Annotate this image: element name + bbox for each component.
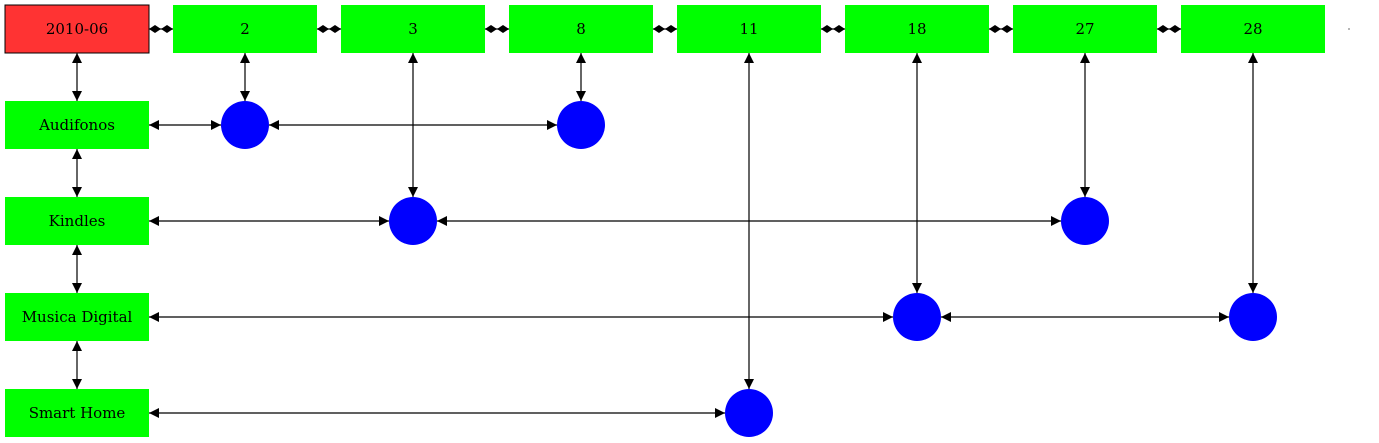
event-dot-27 [1061,197,1109,245]
day-node-11: 11 [677,5,821,53]
day-node-8: 8 [509,5,653,53]
nodes-layer: 2010-06 2 3 8 11 18 27 28AudifonosKindlesMusic… [4,4,1350,437]
event-dot-18 [893,293,941,341]
day-node-27: 27 [1013,5,1157,53]
day-node-18: 18 [845,5,989,53]
category-node-0: Audifonos [5,101,149,149]
month-box [4,4,150,54]
day-node-28-box [1181,5,1325,53]
edges-layer [72,25,1258,418]
category-node-3: Smart Home [5,389,149,437]
category-node-2: Musica Digital [5,293,149,341]
day-node-3: 3 [341,5,485,53]
category-node-1: Kindles [5,197,149,245]
day-node-18-box [845,5,989,53]
event-dot-8 [557,101,605,149]
day-node-28-label: 28 [1243,20,1262,38]
day-node-11-box [677,5,821,53]
category-node-1-box [5,197,149,245]
day-node-8-box [509,5,653,53]
month-label: 2010-06 [46,20,108,38]
category-node-2-box [5,293,149,341]
day-node-2: 2 [173,5,317,53]
day-node-27-box [1013,5,1157,53]
day-node-18-label: 18 [907,20,926,38]
day-node-27-label: 27 [1075,20,1094,38]
day-node-11-label: 11 [739,20,758,38]
category-node-2-label: Musica Digital [22,308,133,326]
end-point [1348,28,1350,30]
category-node-0-box [5,101,149,149]
event-dot-11 [725,389,773,437]
category-node-0-label: Audifonos [38,116,115,134]
day-node-3-label: 3 [408,20,418,38]
day-node-28: 28 [1181,5,1325,53]
category-node-3-label: Smart Home [29,404,126,422]
event-dot-28 [1229,293,1277,341]
event-dot-2 [221,101,269,149]
event-dot-3 [389,197,437,245]
month-node: 2010-06 [4,4,150,54]
category-node-1-label: Kindles [49,212,106,230]
day-node-2-label: 2 [240,20,250,38]
day-node-2-box [173,5,317,53]
day-node-8-label: 8 [576,20,586,38]
category-node-3-box [5,389,149,437]
day-node-3-box [341,5,485,53]
